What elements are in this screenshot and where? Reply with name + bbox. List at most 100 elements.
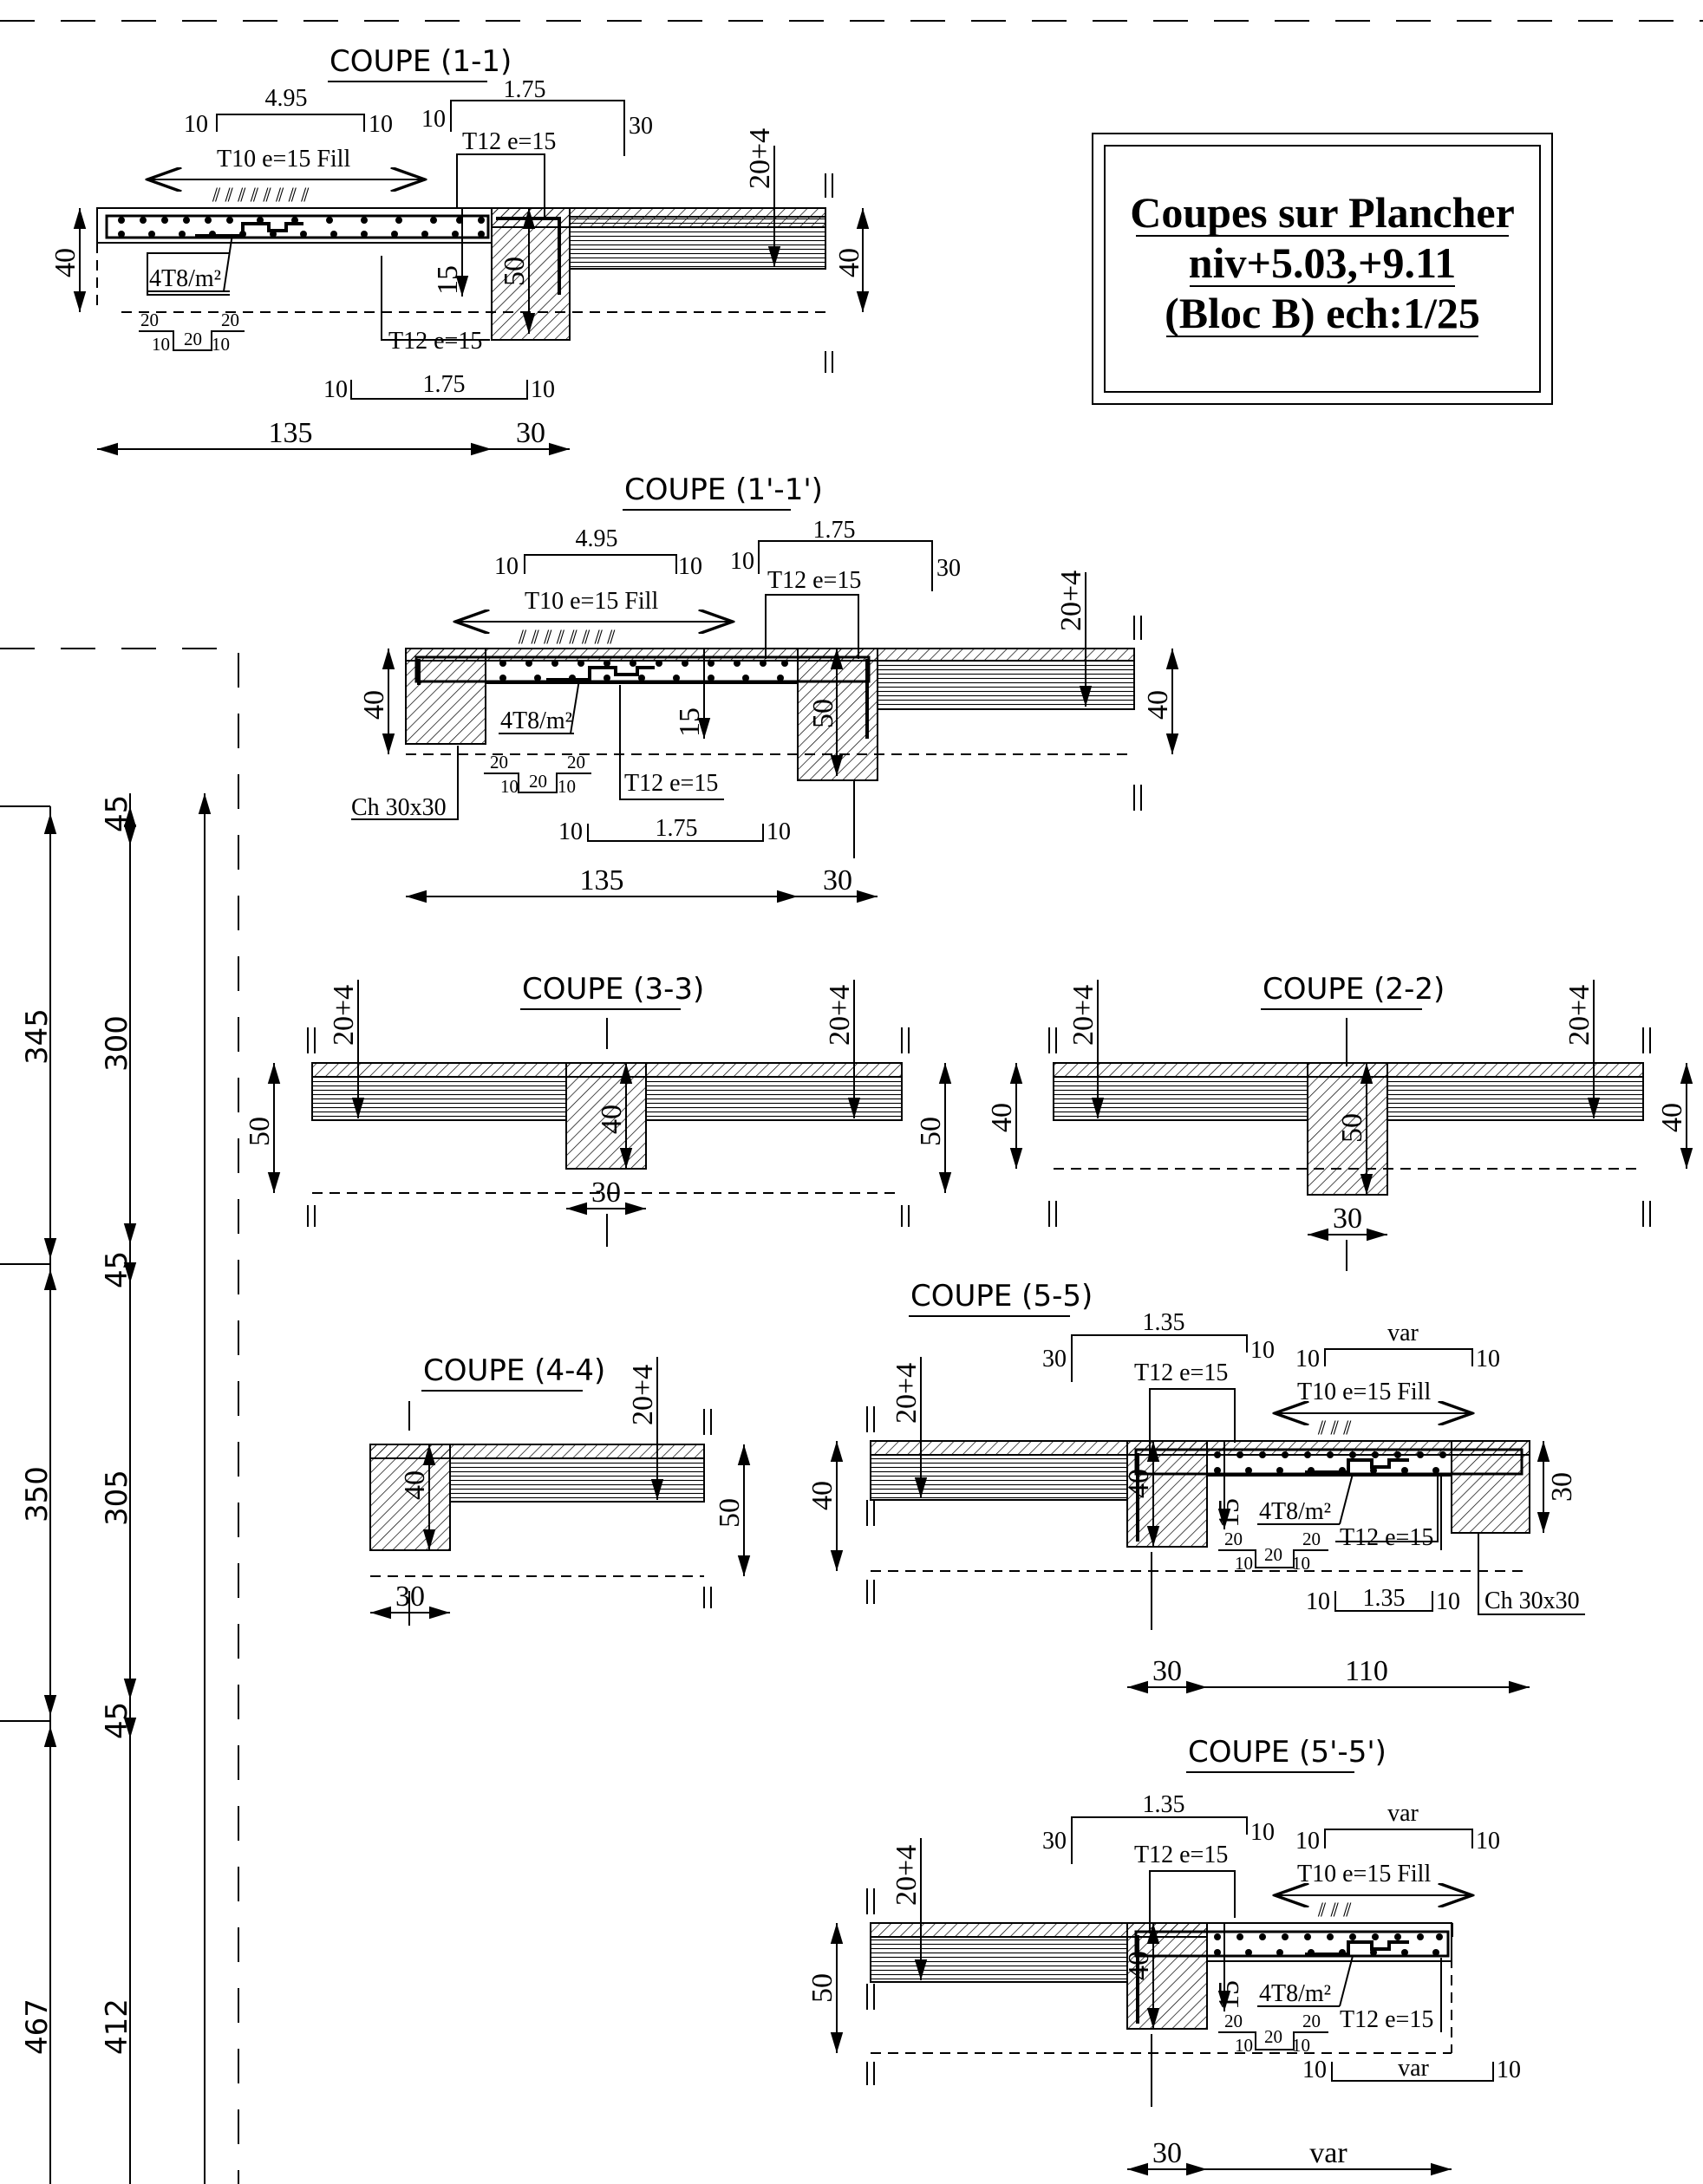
mesh-dim-10a: 10 xyxy=(500,776,519,797)
dim-slab-right: 20+4 xyxy=(1563,985,1595,1046)
section-5-5: COUPE (5-5) 1.35 30 10 var 10 10 T12 e=1… xyxy=(806,1279,1585,1694)
dim-beam-height: 50 xyxy=(807,699,839,728)
dim-chapeau: 1.35 xyxy=(1143,1791,1185,1818)
label-fill: T10 e=15 Fill xyxy=(1297,1861,1431,1887)
dim-chapeau-left: 30 xyxy=(1042,1346,1067,1372)
dim-span: 135 xyxy=(269,417,313,449)
dim-bottom-bar-right: 10 xyxy=(767,818,791,845)
side-dim-inner-1: 45 xyxy=(100,795,134,832)
dim-chapeau-right: 30 xyxy=(936,555,961,582)
dim-beam-width: 30 xyxy=(1152,1655,1182,1687)
dim-top-bar-left: 10 xyxy=(494,553,519,580)
dim-beam-height: 40 xyxy=(399,1470,431,1500)
label-bottom-bar: T12 e=15 xyxy=(1340,2006,1433,2033)
dim-height-right: 50 xyxy=(714,1498,746,1528)
mesh-dim-20c: 20 xyxy=(1302,1529,1321,1549)
title-line-1: Coupes sur Plancher xyxy=(1130,188,1515,237)
label-chapeau: T12 e=15 xyxy=(767,567,861,594)
dim-slab: 20+4 xyxy=(744,128,776,189)
label-mesh: 4T8/m² xyxy=(1259,1980,1331,2007)
mesh-dim-10a: 10 xyxy=(1235,1553,1253,1574)
section-title: COUPE (5'-5') xyxy=(1188,1735,1387,1770)
side-dim-outer-3: 467 xyxy=(20,1998,55,2055)
mesh-bar xyxy=(546,666,655,681)
dim-slab: 20+4 xyxy=(891,1845,923,1906)
section-title: COUPE (1-1) xyxy=(330,44,512,79)
dim-bottom-bar-left: 10 xyxy=(323,376,348,403)
mesh-bar xyxy=(195,222,303,238)
dim-top-bar-right: 10 xyxy=(369,111,393,138)
dim-15: 15 xyxy=(674,707,706,737)
dim-chapeau-left: 10 xyxy=(730,548,754,575)
mesh-dim-10b: 10 xyxy=(1292,2035,1310,2056)
dim-beam-width: 30 xyxy=(591,1177,621,1209)
dim-height-right: 30 xyxy=(1546,1472,1578,1502)
mesh-dim-20c: 20 xyxy=(221,310,239,330)
mesh-bar xyxy=(1305,1458,1409,1474)
dim-bottom-bar-right: 10 xyxy=(1497,2057,1521,2083)
dim-beam-height: 40 xyxy=(1123,1469,1155,1498)
dim-bottom-bar: 1.75 xyxy=(423,371,466,398)
dim-span: 110 xyxy=(1345,1655,1388,1687)
sheet-border-left xyxy=(0,648,239,2184)
label-chapeau: T12 e=15 xyxy=(1134,1359,1228,1386)
dim-chapeau: 1.75 xyxy=(813,517,856,544)
label-mesh: 4T8/m² xyxy=(149,265,221,292)
mesh-dim-10a: 10 xyxy=(1235,2035,1253,2056)
section-title: COUPE (5-5) xyxy=(910,1279,1093,1314)
mesh-dim-20b: 20 xyxy=(1264,1544,1282,1565)
mesh-dim-10b: 10 xyxy=(212,334,230,355)
tie-marks: ⫽ ⫽ ⫽ xyxy=(1317,1418,1352,1438)
dim-bottom-bar-right: 10 xyxy=(531,376,555,403)
dim-top-bar-right: 10 xyxy=(678,553,702,580)
label-chapeau: T12 e=15 xyxy=(1134,1842,1228,1868)
dim-beam-width: 30 xyxy=(1333,1203,1362,1235)
dim-beam-height: 40 xyxy=(1123,1951,1155,1980)
dim-beam-width: 30 xyxy=(823,864,852,896)
dim-15: 15 xyxy=(1213,1980,1245,2010)
dim-bottom-bar: var xyxy=(1398,2055,1429,2082)
label-mesh: 4T8/m² xyxy=(1259,1498,1331,1525)
dim-15: 15 xyxy=(1213,1498,1245,1528)
dim-height-right: 50 xyxy=(915,1117,947,1146)
dim-chapeau: 1.75 xyxy=(504,76,546,103)
mesh-dim-20a: 20 xyxy=(490,752,508,773)
section-title: COUPE (2-2) xyxy=(1263,972,1445,1007)
label-bottom-bar: T12 e=15 xyxy=(388,328,482,355)
dim-15: 15 xyxy=(432,265,464,295)
label-fill: T10 e=15 Fill xyxy=(217,146,350,173)
label-bottom-bar: T12 e=15 xyxy=(1340,1524,1433,1551)
mesh-dim-20a: 20 xyxy=(140,310,159,330)
side-dim-inner-4: 305 xyxy=(100,1470,134,1526)
dim-bottom-bar-left: 10 xyxy=(1302,2057,1327,2083)
dim-height-right: 40 xyxy=(1142,690,1174,720)
tie-marks: ⫽ ⫽ ⫽ ⫽ ⫽ ⫽ ⫽ ⫽ xyxy=(212,185,310,205)
dim-bottom-bar: 1.35 xyxy=(1363,1585,1406,1612)
label-mesh: 4T8/m² xyxy=(500,707,572,734)
section-1p-1p: COUPE (1'-1') 4.95 10 10 1.75 10 30 T10 … xyxy=(351,473,1179,903)
rebar-dots xyxy=(1214,1451,1446,1474)
dim-height-left: 40 xyxy=(49,248,82,277)
label-bottom-bar: T12 e=15 xyxy=(624,770,718,797)
title-line-3: (Bloc B) ech:1/25 xyxy=(1165,289,1480,337)
dim-top-bar-left: 10 xyxy=(184,111,208,138)
dim-var: var xyxy=(1387,1800,1419,1827)
section-title: COUPE (4-4) xyxy=(423,1353,605,1388)
mesh-dim-20a: 20 xyxy=(1224,1529,1243,1549)
dim-var-left: 10 xyxy=(1295,1346,1320,1372)
dim-height-right: 40 xyxy=(833,248,865,277)
dim-bottom-bar-left: 10 xyxy=(1306,1588,1330,1615)
dim-var-left: 10 xyxy=(1295,1828,1320,1855)
dim-span: var xyxy=(1309,2137,1347,2169)
mesh-dim-20b: 20 xyxy=(184,329,202,349)
side-dim-inner-5: 45 xyxy=(100,1702,134,1739)
dim-top-bar: 4.95 xyxy=(576,525,618,552)
dim-height-left: 40 xyxy=(358,690,390,720)
tie-marks: ⫽ ⫽ ⫽ ⫽ ⫽ ⫽ ⫽ ⫽ xyxy=(518,627,616,648)
dim-var: var xyxy=(1387,1320,1419,1346)
mesh-dim-10b: 10 xyxy=(1292,1553,1310,1574)
side-dim-inner-3: 45 xyxy=(100,1251,134,1288)
section-5p-5p: COUPE (5'-5') 1.35 30 10 var 10 10 T12 e… xyxy=(806,1735,1521,2176)
dim-slab: 20+4 xyxy=(627,1365,659,1425)
